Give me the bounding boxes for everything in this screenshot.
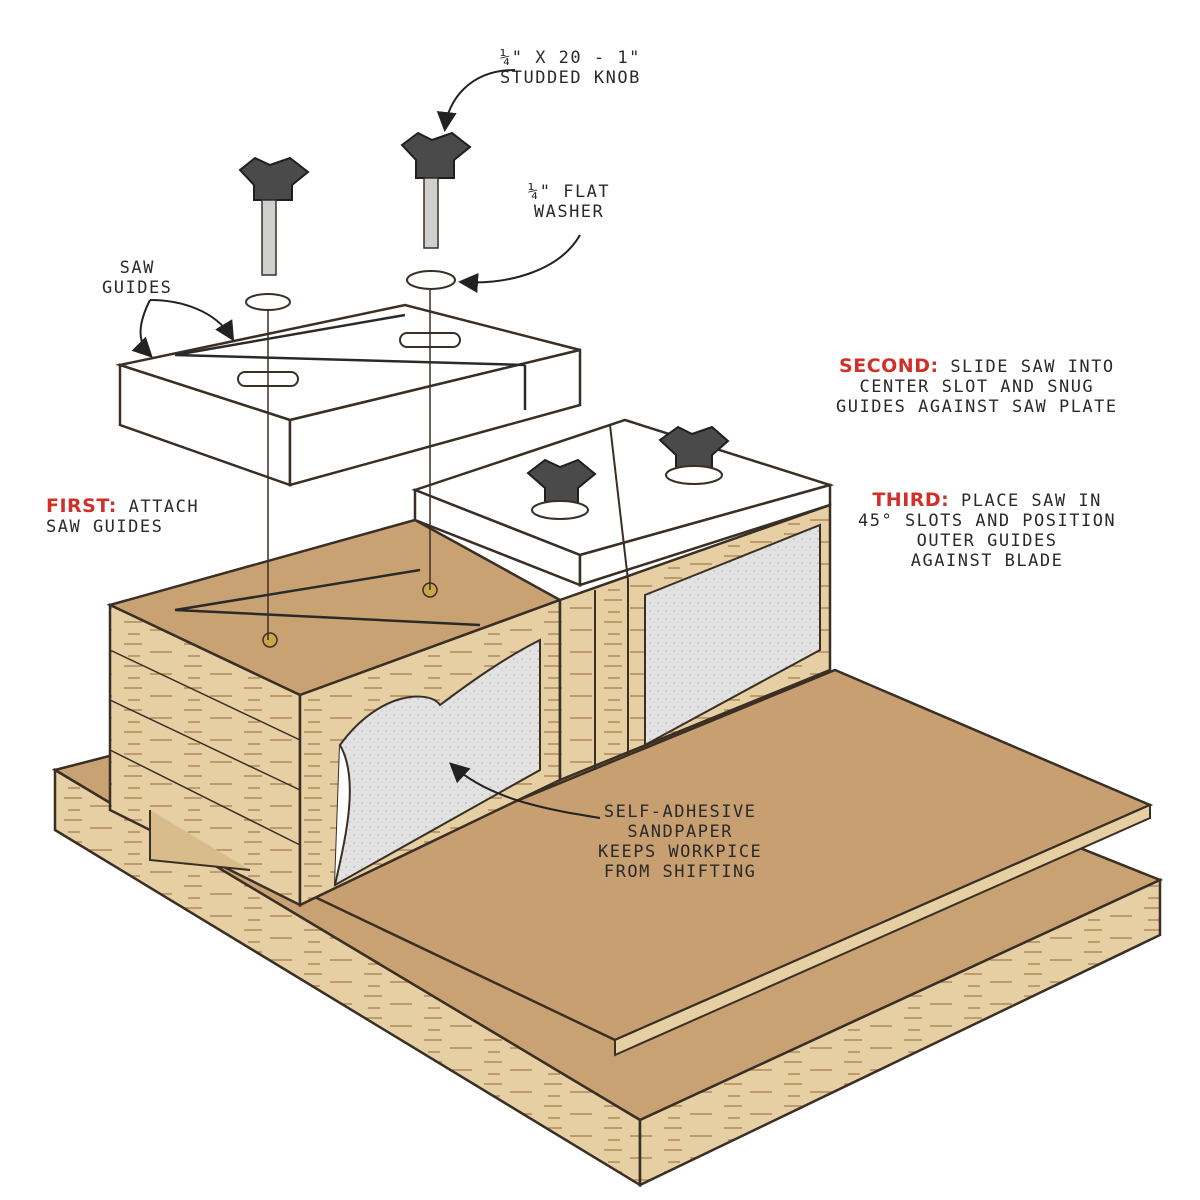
saw-guides-label: SAW GUIDES bbox=[102, 258, 172, 298]
saw-guides-arrow-a bbox=[131, 299, 153, 358]
saw-guides-label-line-2: GUIDES bbox=[102, 278, 173, 298]
knob-installed-a bbox=[526, 458, 597, 520]
washer-label: ¼" FLAT WASHER bbox=[528, 182, 610, 222]
right-block bbox=[558, 503, 832, 782]
third-step-label: THIRD: PLACE SAW IN 45° SLOTS AND POSITI… bbox=[858, 490, 1116, 571]
sandpaper-label-line-4: FROM SHIFTING bbox=[603, 862, 757, 882]
third-step-line-2: 45° SLOTS AND POSITION bbox=[858, 511, 1117, 531]
knob-left bbox=[238, 156, 310, 311]
third-step-line-4: AGAINST BLADE bbox=[910, 551, 1064, 571]
first-step-line-2: SAW GUIDES bbox=[46, 517, 164, 537]
first-step-label: FIRST: ATTACH SAW GUIDES bbox=[46, 496, 199, 537]
sandpaper-label: SELF-ADHESIVE SANDPAPER KEEPS WORKPICE F… bbox=[598, 802, 762, 882]
knob-installed-b bbox=[658, 425, 730, 485]
guide-block-upper bbox=[115, 303, 582, 487]
knob-arrow bbox=[436, 69, 516, 132]
sandpaper-left bbox=[333, 638, 541, 887]
second-step-line-3: GUIDES AGAINST SAW PLATE bbox=[836, 397, 1118, 417]
knob-label: ¼" x 20 - 1" STUDDED KNOB bbox=[500, 48, 641, 88]
second-step-line-1: SLIDE SAW INTO bbox=[950, 357, 1115, 377]
sandpaper-label-line-3: KEEPS WORKPICE bbox=[598, 842, 763, 862]
sandpaper-arrow bbox=[449, 762, 601, 819]
work-surface bbox=[296, 668, 1154, 1057]
saw-guides-arrow-b bbox=[149, 299, 235, 342]
washer-label-line-2: WASHER bbox=[533, 202, 605, 222]
second-step-label: SECOND: SLIDE SAW INTO CENTER SLOT AND S… bbox=[836, 356, 1118, 417]
first-step-line-1: ATTACH bbox=[128, 497, 200, 517]
sandpaper-label-line-1: SELF-ADHESIVE bbox=[603, 802, 757, 822]
third-step-line-3: OUTER GUIDES bbox=[916, 531, 1058, 551]
washer-label-line-1: ¼" FLAT bbox=[528, 182, 611, 202]
guide-block-lower bbox=[411, 418, 835, 587]
third-step-line-1: PLACE SAW IN bbox=[961, 491, 1102, 511]
first-step-title: FIRST: bbox=[46, 495, 117, 517]
alignment-lines bbox=[267, 290, 431, 640]
knob-right bbox=[400, 131, 472, 290]
second-step-line-2: CENTER SLOT AND SNUG bbox=[859, 377, 1095, 397]
knob-label-line-1: ¼" x 20 - 1" bbox=[500, 48, 641, 68]
second-step-title: SECOND: bbox=[839, 355, 939, 377]
washer-arrow bbox=[458, 234, 581, 293]
saw-guides-label-line-1: SAW bbox=[119, 258, 155, 278]
third-step-title: THIRD: bbox=[872, 489, 950, 511]
knob-label-line-2: STUDDED KNOB bbox=[500, 68, 641, 88]
sandpaper-label-line-2: SANDPAPER bbox=[627, 822, 733, 842]
